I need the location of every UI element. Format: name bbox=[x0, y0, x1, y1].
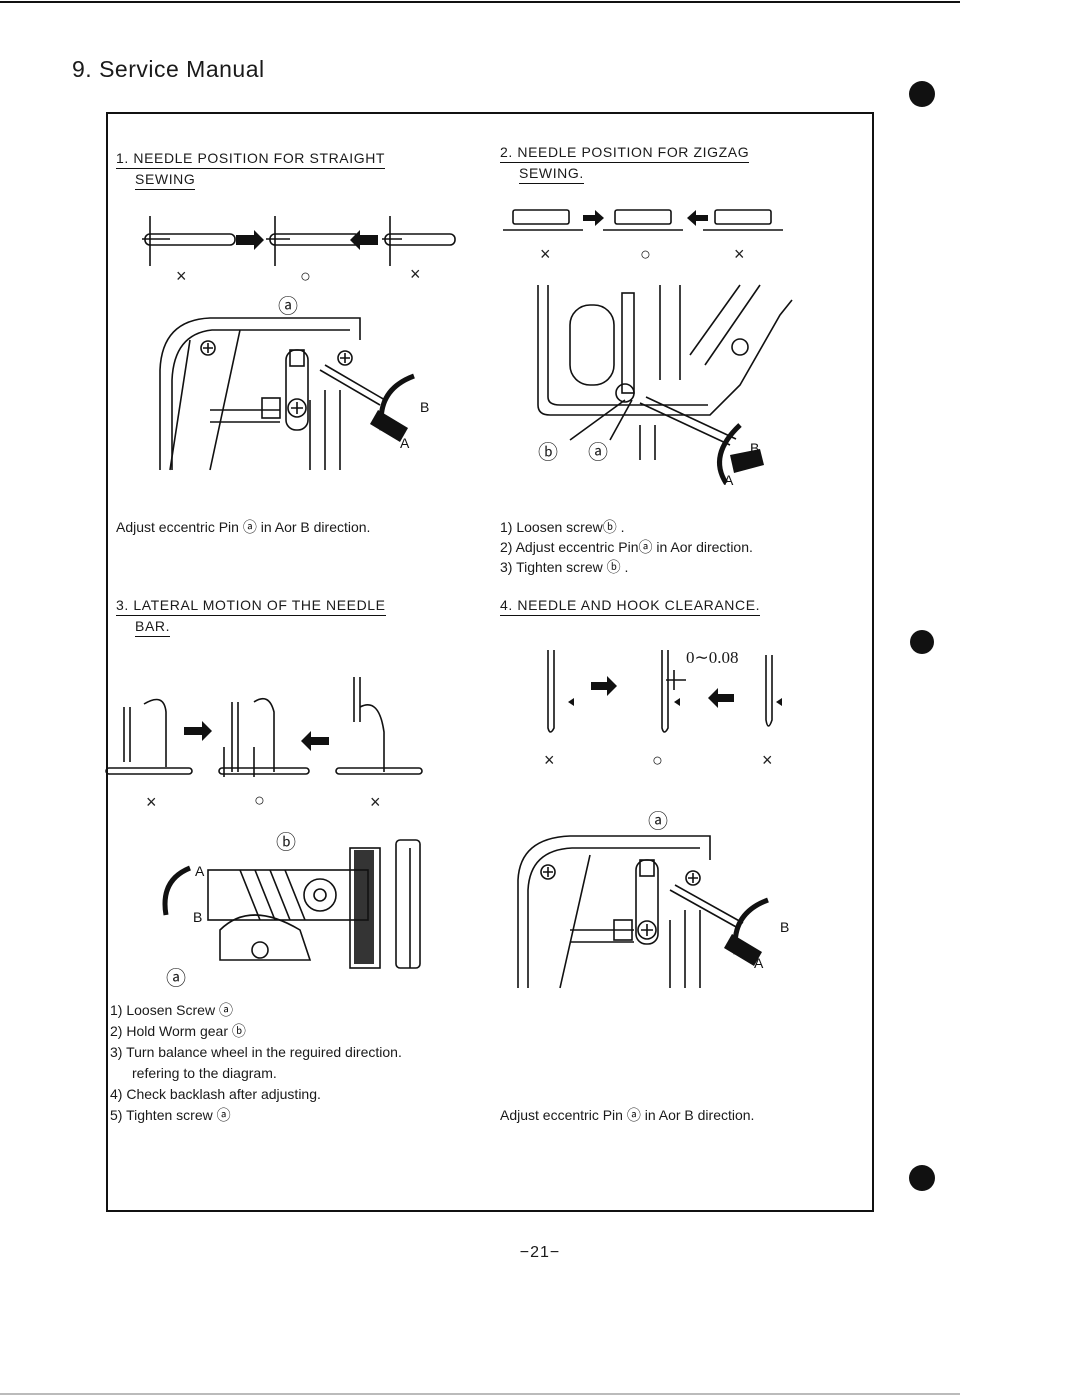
section-3-step-3-cont: refering to the diagram. bbox=[132, 1065, 277, 1081]
section-3-heading: 3. LATERAL MOTION OF THE NEEDLE BAR. bbox=[116, 595, 386, 637]
section-3-step-2: 2) Hold Worm gear ⓑ bbox=[110, 1023, 246, 1039]
section-3-callout-a: ⓐ bbox=[166, 968, 186, 990]
section-4-callout-b-dir: B bbox=[780, 919, 789, 935]
section-3-heading-line1: 3. LATERAL MOTION OF THE NEEDLE bbox=[116, 596, 386, 616]
page-number: −21− bbox=[519, 1244, 561, 1261]
section-3-step-5: 5) Tighten screw ⓐ bbox=[110, 1107, 231, 1123]
section-1-needle-position-diagram bbox=[142, 216, 456, 266]
section-3-needle-bar-diagram bbox=[105, 677, 423, 777]
section-4-mark-wrong-left: × bbox=[544, 750, 555, 770]
content-frame bbox=[106, 112, 874, 1212]
section-1-caption: Adjust eccentric Pin ⓐ in Aor B directio… bbox=[116, 519, 371, 535]
section-1-mark-wrong-right: × bbox=[410, 264, 421, 284]
section-4-callout-a: ⓐ bbox=[648, 811, 668, 833]
section-2-callout-b: ⓑ bbox=[538, 442, 558, 464]
section-2-heading-line2: SEWING. bbox=[519, 164, 584, 184]
section-3-steps: 1) Loosen Screw ⓐ 2) Hold Worm gear ⓑ 3)… bbox=[110, 1000, 402, 1126]
section-1-heading-line2: SEWING bbox=[135, 170, 196, 190]
section-3-worm-gear-illustration: A B bbox=[162, 839, 421, 969]
section-3-mark-correct: ○ bbox=[254, 790, 265, 810]
section-4-heading-line1: 4. NEEDLE AND HOOK CLEARANCE. bbox=[500, 596, 761, 616]
section-2-step-3: 3) Tighten screw ⓑ . bbox=[500, 559, 629, 575]
section-2-steps: 1) Loosen screwⓑ . 2) Adjust eccentric P… bbox=[500, 517, 753, 577]
section-4-mechanism-illustration: B A bbox=[517, 835, 789, 989]
section-3-step-3: 3) Turn balance wheel in the reguired di… bbox=[110, 1044, 402, 1060]
section-1-heading: 1. NEEDLE POSITION FOR STRAIGHT SEWING bbox=[116, 148, 386, 190]
section-3-mark-wrong-left: × bbox=[146, 792, 157, 812]
section-1-callout-a-dir: A bbox=[400, 435, 410, 451]
section-3-heading-line2: BAR. bbox=[135, 617, 171, 637]
section-2-mark-wrong-left: × bbox=[540, 244, 551, 264]
section-1-mechanism-illustration: B A bbox=[159, 317, 429, 471]
section-2-mark-correct: ○ bbox=[640, 244, 651, 264]
section-2-mechanism-illustration: B A bbox=[537, 284, 793, 488]
section-3-step-4: 4) Check backlash after adjusting. bbox=[110, 1086, 321, 1102]
section-2-callout-b-dir: B bbox=[750, 440, 759, 456]
section-2-step-2: 2) Adjust eccentric Pinⓐ in Aor directio… bbox=[500, 539, 753, 555]
section-2-heading-line1: 2. NEEDLE POSITION FOR ZIGZAG bbox=[500, 143, 750, 163]
section-3-callout-b: ⓑ bbox=[276, 832, 296, 854]
section-2-step-1: 1) Loosen screwⓑ . bbox=[500, 519, 625, 535]
section-4-clearance-diagram bbox=[547, 650, 782, 733]
section-3-callout-b-dir: B bbox=[193, 909, 202, 925]
section-1-heading-line1: 1. NEEDLE POSITION FOR STRAIGHT bbox=[116, 149, 386, 169]
section-4-callout-a-dir: A bbox=[754, 955, 764, 971]
section-2-needle-position-diagram bbox=[503, 209, 783, 231]
section-1-mark-wrong-left: × bbox=[176, 266, 187, 286]
section-4-mark-wrong-right: × bbox=[762, 750, 773, 770]
section-2-callout-a: ⓐ bbox=[588, 442, 608, 464]
section-3-callout-a-dir: A bbox=[195, 863, 205, 879]
section-3-step-1: 1) Loosen Screw ⓐ bbox=[110, 1002, 233, 1018]
section-2-heading: 2. NEEDLE POSITION FOR ZIGZAG SEWING. bbox=[500, 142, 750, 184]
section-4-clearance-label: 0∼0.08 bbox=[686, 648, 739, 667]
section-2-callout-a-dir: A bbox=[724, 472, 734, 488]
section-1-callout-b: B bbox=[420, 399, 429, 415]
section-1-callout-a: ⓐ bbox=[278, 296, 298, 318]
section-4-heading: 4. NEEDLE AND HOOK CLEARANCE. bbox=[500, 595, 761, 616]
section-3-mark-wrong-right: × bbox=[370, 792, 381, 812]
section-4-caption: Adjust eccentric Pin ⓐ in Aor B directio… bbox=[500, 1107, 755, 1123]
section-4-mark-correct: ○ bbox=[652, 750, 663, 770]
section-2-mark-wrong-right: × bbox=[734, 244, 745, 264]
section-1-mark-correct: ○ bbox=[300, 266, 311, 286]
page-title: 9. Service Manual bbox=[72, 56, 265, 82]
